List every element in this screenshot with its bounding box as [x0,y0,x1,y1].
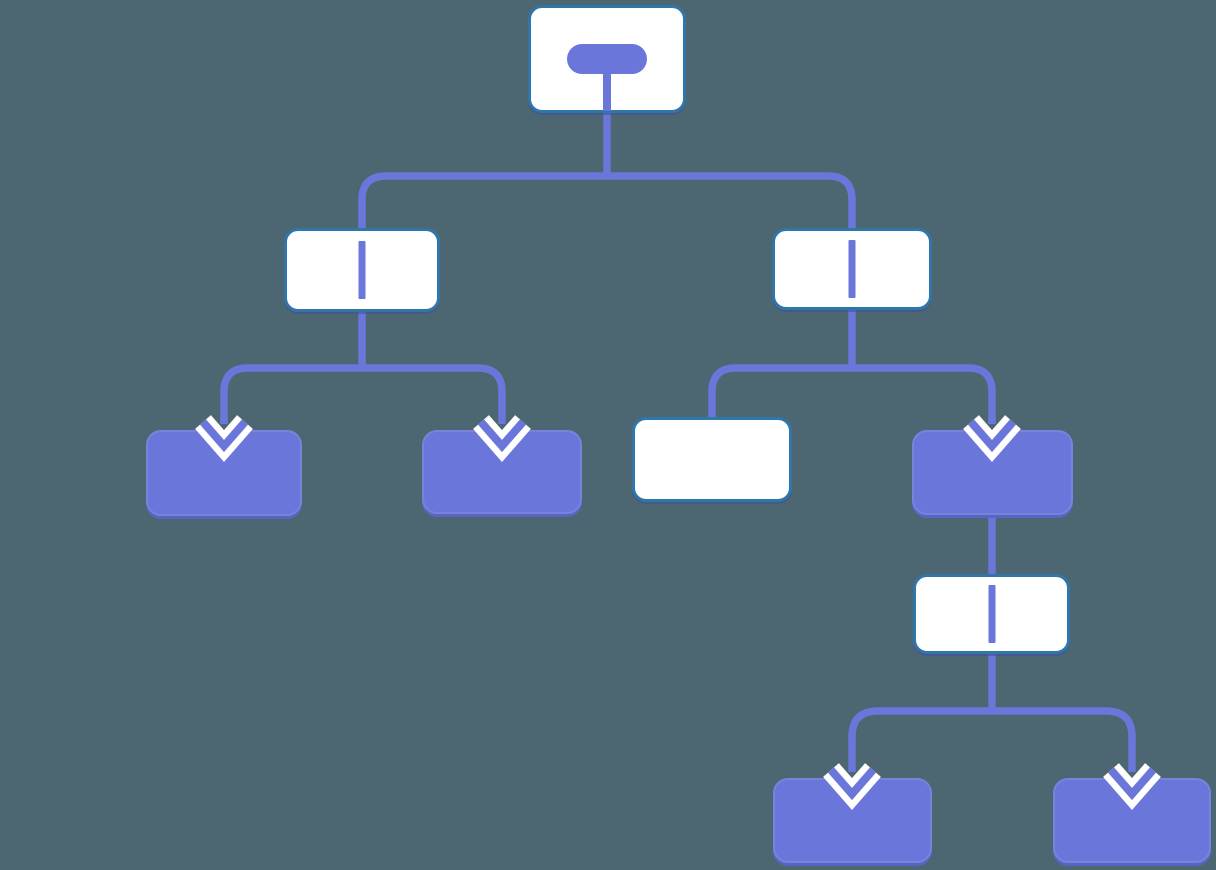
target-mid[interactable] [912,430,1073,515]
vertical-line-glyph [988,585,995,643]
blank-card[interactable] [632,417,792,502]
vertical-line-glyph [848,240,856,298]
branch-node-left[interactable] [284,228,440,312]
target-leaf-3[interactable] [773,778,932,863]
target-leaf-4[interactable] [1053,778,1211,863]
root-start-node[interactable] [528,5,686,113]
target-leaf-1[interactable] [146,430,302,516]
branch-node-right[interactable] [772,228,932,310]
vertical-line-glyph [358,241,366,299]
pill-stem-glyph [603,68,611,111]
branch-node-lower[interactable] [913,574,1070,654]
target-leaf-2[interactable] [422,430,582,514]
